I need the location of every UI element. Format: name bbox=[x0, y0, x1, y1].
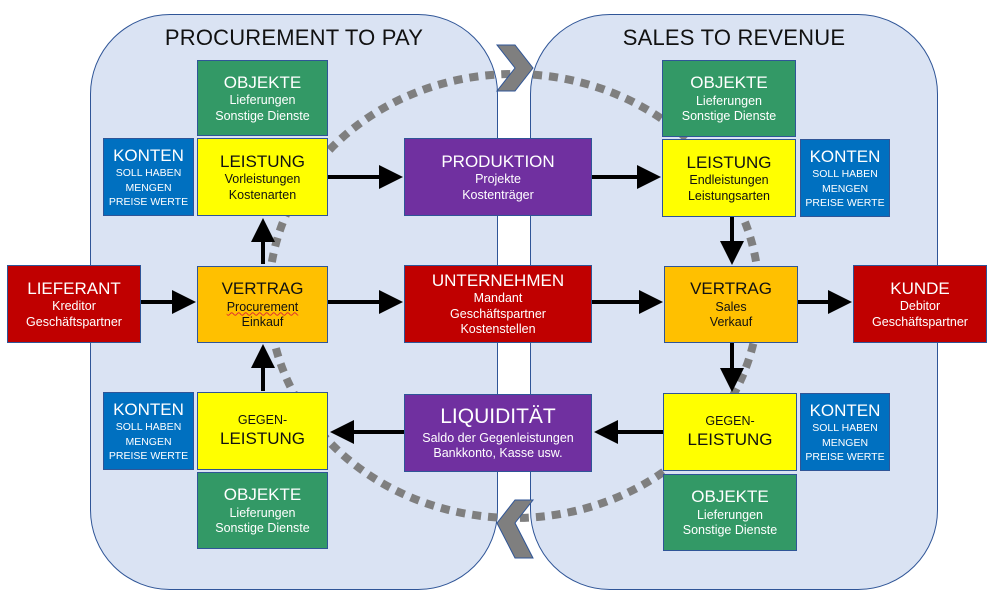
box-line: Sonstige Dienste bbox=[682, 523, 778, 538]
box-title: KONTEN bbox=[809, 401, 881, 421]
box-line: Lieferungen bbox=[695, 93, 763, 108]
box-line: Geschäftspartner bbox=[872, 314, 968, 329]
box-title: KONTEN bbox=[113, 146, 184, 166]
panel-title-procurement: PROCUREMENT TO PAY bbox=[164, 25, 424, 50]
box-line: Kreditor bbox=[52, 299, 96, 313]
box-line: Debitor bbox=[899, 299, 941, 313]
box-line: Lieferungen bbox=[229, 93, 296, 107]
box-line: Sonstige Dienste bbox=[215, 521, 310, 536]
box-line: Vorleistungen bbox=[224, 172, 301, 186]
box-line: Leistungsarten bbox=[687, 188, 770, 203]
box-line: Geschäftspartner bbox=[26, 314, 122, 329]
box-line: Kostenträger bbox=[462, 187, 534, 202]
konten-box-right-bottom: KONTEN SOLL HABEN MENGEN PREISE WERTE bbox=[800, 393, 890, 471]
box-line: Projekte bbox=[475, 172, 521, 186]
box-line: Kostenarten bbox=[228, 187, 297, 202]
konten-box-left-top: KONTEN SOLL HABEN MENGEN PREISE WERTE bbox=[103, 138, 194, 216]
box-title: KONTEN bbox=[809, 147, 881, 167]
box-title: LEISTUNG bbox=[686, 152, 772, 172]
chevron-left-icon bbox=[496, 499, 535, 559]
box-title: LEISTUNG bbox=[687, 430, 773, 450]
box-title: LIQUIDITÄT bbox=[440, 405, 556, 429]
box-title: LEISTUNG bbox=[219, 151, 306, 171]
box-title: OBJEKTE bbox=[223, 72, 302, 92]
box-line: Lieferungen bbox=[696, 507, 764, 522]
box-line: Saldo der Gegenleistungen bbox=[422, 430, 574, 445]
gegenleistung-box-left: GEGEN- LEISTUNG bbox=[197, 392, 328, 470]
panel-title-sales: SALES TO REVENUE bbox=[622, 25, 846, 50]
vertrag-box-procurement: VERTRAG Procurement Einkauf bbox=[197, 266, 328, 343]
box-line: Bankkonto, Kasse usw. bbox=[433, 446, 563, 461]
box-title: KUNDE bbox=[890, 278, 950, 298]
box-title: LIEFERANT bbox=[27, 278, 121, 298]
box-line: Verkauf bbox=[709, 315, 753, 330]
gegenleistung-box-right: GEGEN- LEISTUNG bbox=[663, 393, 797, 471]
box-line: Lieferungen bbox=[229, 505, 296, 520]
box-title: OBJEKTE bbox=[691, 487, 769, 507]
leistung-box-left: LEISTUNG Vorleistungen Kostenarten bbox=[197, 138, 328, 216]
objekte-box-left-bottom: OBJEKTE Lieferungen Sonstige Dienste bbox=[197, 472, 328, 549]
box-line: SOLL HABEN bbox=[115, 167, 182, 180]
konten-box-left-bottom: KONTEN SOLL HABEN MENGEN PREISE WERTE bbox=[103, 392, 194, 470]
chevron-right-icon bbox=[495, 44, 534, 92]
objekte-box-left-top: OBJEKTE Lieferungen Sonstige Dienste bbox=[197, 60, 328, 136]
box-line: PREISE WERTE bbox=[108, 449, 189, 462]
box-title: VERTRAG bbox=[690, 279, 772, 299]
box-line: SOLL HABEN bbox=[812, 168, 878, 181]
box-title: LEISTUNG bbox=[219, 429, 306, 449]
box-line: PREISE WERTE bbox=[805, 450, 885, 463]
box-line: Einkauf bbox=[241, 315, 284, 330]
box-title: VERTRAG bbox=[221, 279, 304, 299]
box-line: Kostenstellen bbox=[460, 322, 536, 337]
lieferant-box: LIEFERANT Kreditor Geschäftspartner bbox=[7, 265, 141, 343]
konten-box-right-top: KONTEN SOLL HABEN MENGEN PREISE WERTE bbox=[800, 139, 890, 217]
unternehmen-box: UNTERNEHMEN Mandant Geschäftspartner Kos… bbox=[404, 265, 592, 343]
box-line: GEGEN- bbox=[705, 413, 755, 428]
produktion-box: PRODUKTION Projekte Kostenträger bbox=[404, 138, 592, 216]
box-title: OBJEKTE bbox=[223, 485, 302, 505]
box-title: KONTEN bbox=[113, 400, 184, 420]
box-line: MENGEN bbox=[821, 436, 869, 449]
box-line: Geschäftspartner bbox=[450, 306, 546, 321]
liquiditaet-box: LIQUIDITÄT Saldo der Gegenleistungen Ban… bbox=[404, 394, 592, 472]
box-line: Procurement bbox=[226, 299, 299, 314]
box-line: Sonstige Dienste bbox=[215, 108, 310, 123]
box-line: SOLL HABEN bbox=[115, 421, 182, 434]
box-line: Mandant bbox=[473, 291, 523, 306]
box-line: GEGEN- bbox=[237, 412, 288, 427]
box-line: Sales bbox=[715, 299, 747, 314]
kunde-box: KUNDE Debitor Geschäftspartner bbox=[853, 265, 987, 343]
box-line: MENGEN bbox=[125, 435, 172, 448]
box-title: OBJEKTE bbox=[690, 73, 768, 93]
box-line: MENGEN bbox=[821, 182, 869, 195]
objekte-box-right-bottom: OBJEKTE Lieferungen Sonstige Dienste bbox=[663, 474, 797, 551]
vertrag-box-sales: VERTRAG Sales Verkauf bbox=[664, 266, 798, 343]
box-line: SOLL HABEN bbox=[812, 422, 878, 435]
leistung-box-right: LEISTUNG Endleistungen Leistungsarten bbox=[662, 139, 796, 217]
objekte-box-right-top: OBJEKTE Lieferungen Sonstige Dienste bbox=[662, 60, 796, 137]
box-title: UNTERNEHMEN bbox=[431, 270, 565, 290]
box-line: PREISE WERTE bbox=[108, 195, 189, 208]
box-title: PRODUKTION bbox=[441, 151, 555, 171]
box-line: MENGEN bbox=[125, 181, 172, 194]
box-line: Sonstige Dienste bbox=[681, 109, 777, 124]
box-line: Endleistungen bbox=[689, 173, 769, 187]
box-line: PREISE WERTE bbox=[805, 196, 885, 209]
